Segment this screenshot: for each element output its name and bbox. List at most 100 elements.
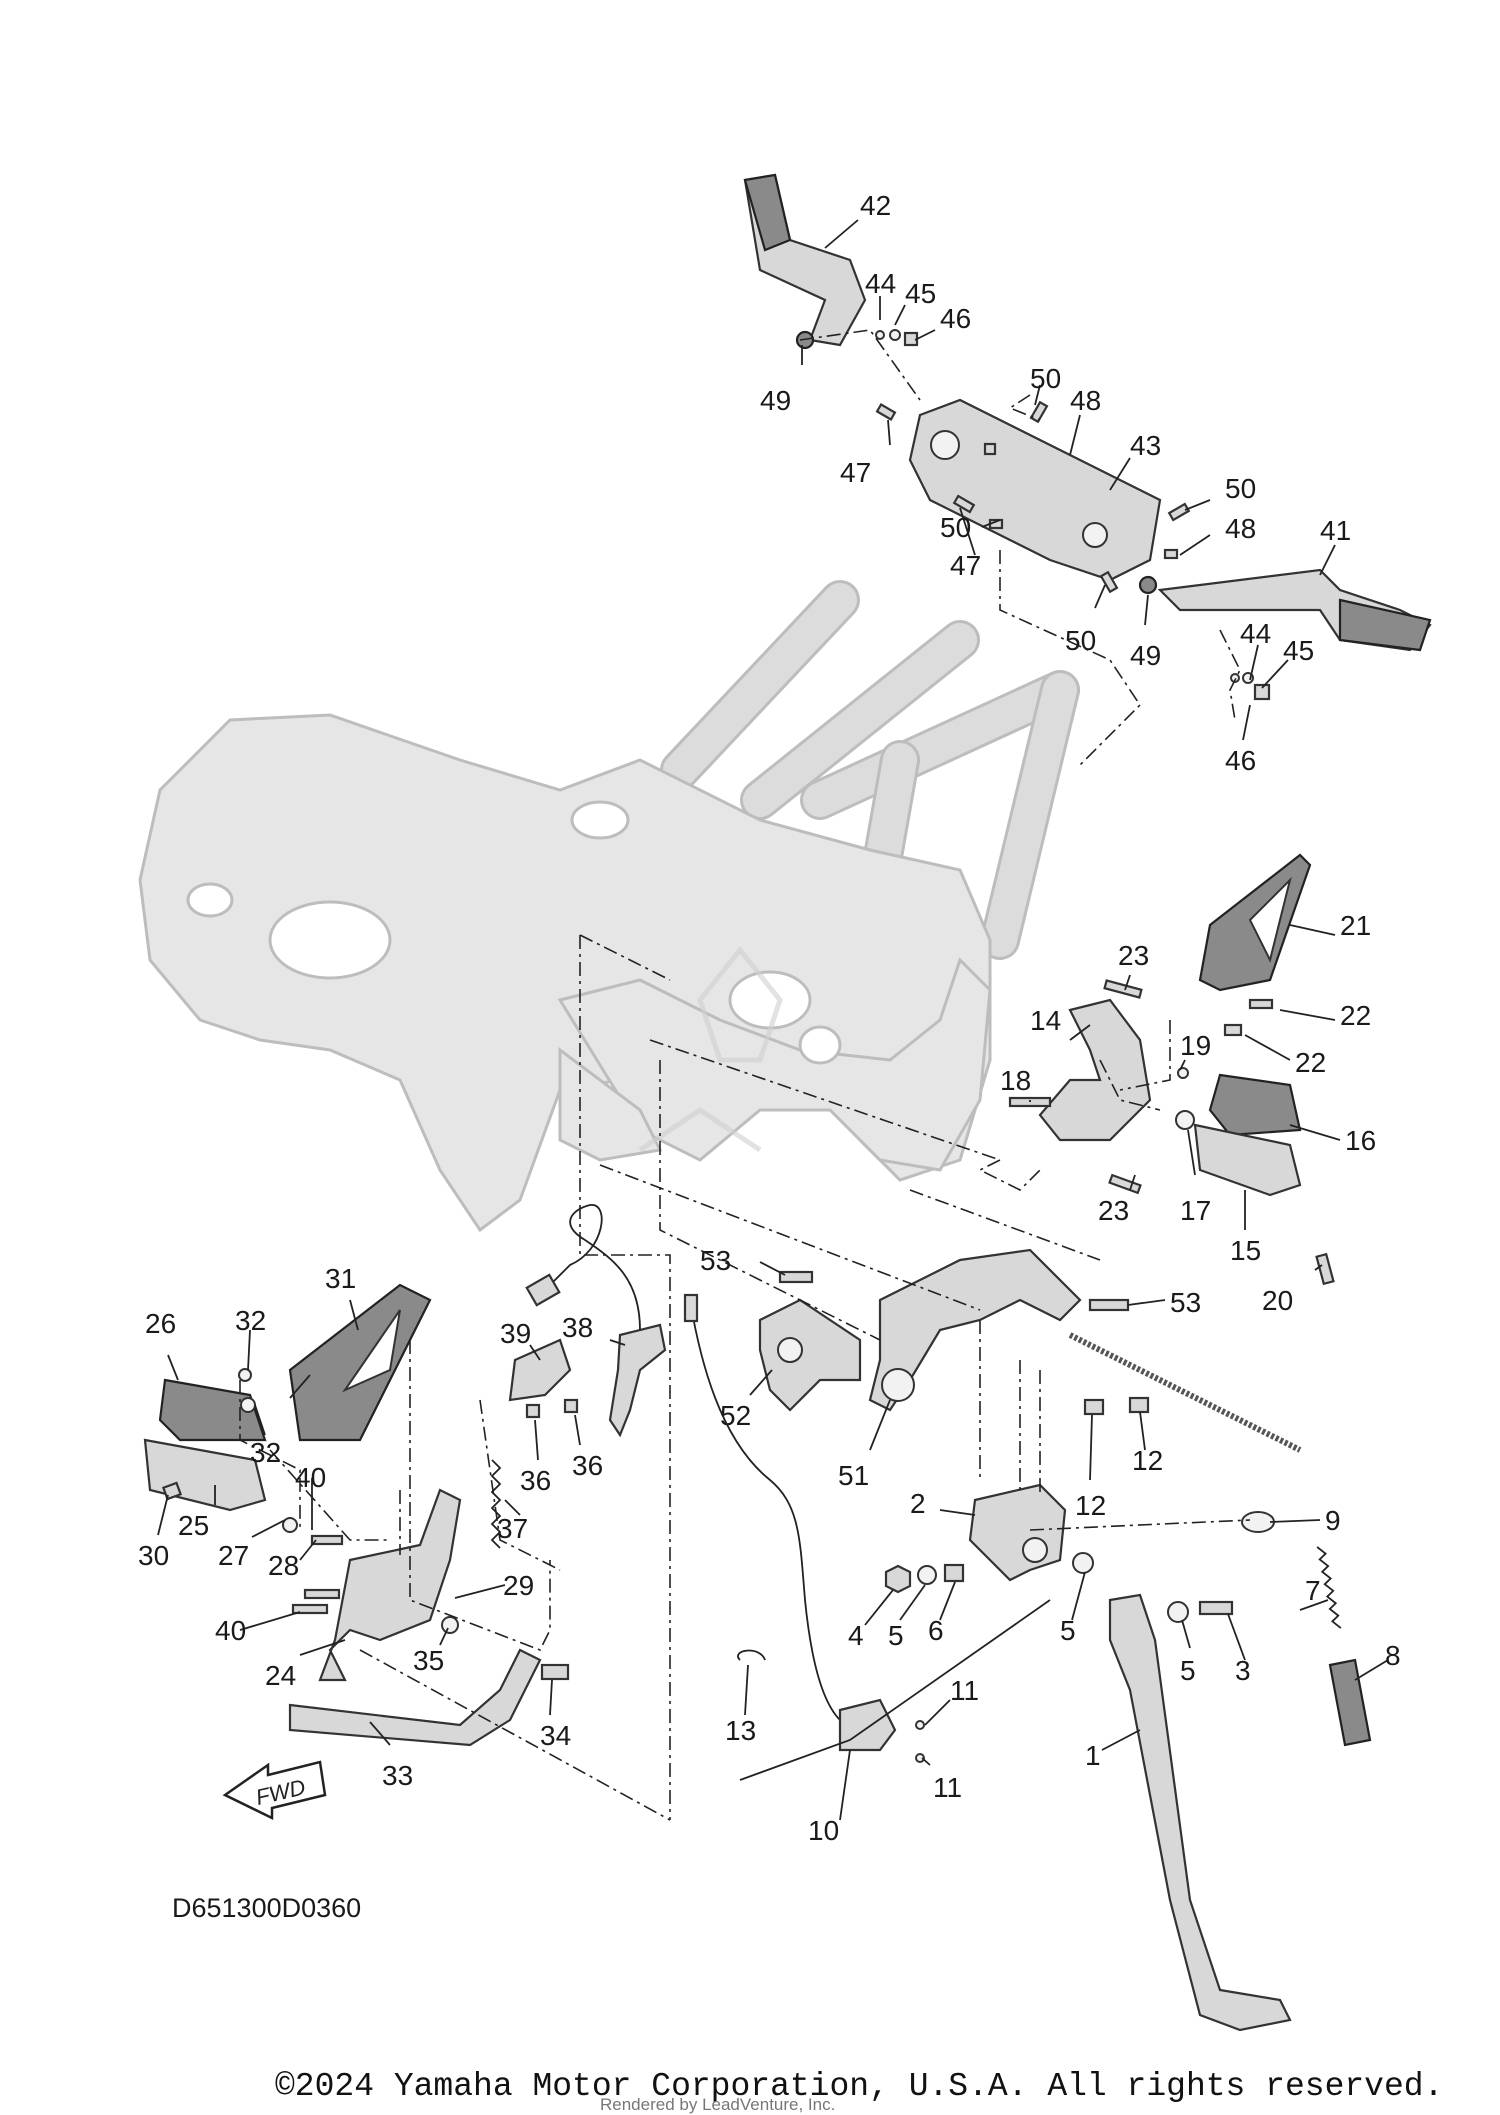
- sidestand-assembly: [683, 1248, 1372, 2032]
- callout-41: 41: [1320, 515, 1351, 546]
- callout-51: 51: [838, 1460, 869, 1491]
- part-14-bracket: [1038, 998, 1152, 1142]
- part-16-footrest-rubber: [1208, 1073, 1302, 1137]
- part-24-bracket: [318, 1488, 462, 1682]
- callout-34: 34: [540, 1720, 571, 1751]
- callout-10: 10: [808, 1815, 839, 1846]
- callout-16: 16: [1345, 1125, 1376, 1156]
- callout-4: 4: [848, 1620, 864, 1651]
- callout-32: 32: [235, 1305, 266, 1336]
- callout-46: 46: [940, 303, 971, 334]
- callout-24: 24: [265, 1660, 296, 1691]
- callout-9: 9: [1325, 1505, 1341, 1536]
- main-frame: [138, 580, 1080, 1233]
- callout-3: 3: [1235, 1655, 1251, 1686]
- callout-5b: 5: [1060, 1615, 1076, 1646]
- callout-53: 53: [1170, 1287, 1201, 1318]
- callout-1: 1: [1085, 1740, 1101, 1771]
- callout-25: 25: [178, 1510, 209, 1541]
- watermark-logo: [638, 945, 783, 1153]
- callout-17: 17: [1180, 1195, 1211, 1226]
- callout-12: 12: [1075, 1490, 1106, 1521]
- callout-49b: 49: [1130, 640, 1161, 671]
- callout-5c: 5: [1180, 1655, 1196, 1686]
- fwd-arrow-icon: FWD: [222, 1760, 327, 1821]
- part-9-plate: [1241, 1511, 1275, 1533]
- rider-left-footrest-assembly: FWD: [143, 1204, 667, 1821]
- callout-52: 52: [720, 1400, 751, 1431]
- part-8-rubber: [1328, 1658, 1372, 1747]
- callout-12b: 12: [1132, 1445, 1163, 1476]
- callout-36b: 36: [572, 1450, 603, 1481]
- callout-19: 19: [1180, 1030, 1211, 1061]
- part-37-spring: [490, 1459, 502, 1549]
- callout-49: 49: [760, 385, 791, 416]
- callout-45: 45: [905, 278, 936, 309]
- callout-labels: 42 44 45 46 49 50 48 47 43 50 48 50 47 4…: [138, 190, 1401, 1846]
- part-38-switch: [608, 1323, 667, 1438]
- callout-37: 37: [497, 1513, 528, 1544]
- part-25-footrest: [143, 1438, 267, 1512]
- part-26-footrest-rubber: [158, 1378, 267, 1442]
- part-1-sidestand: [1108, 1593, 1292, 2032]
- assembly-guide-lines: [239, 329, 1251, 1821]
- callout-38: 38: [562, 1312, 593, 1343]
- callout-30: 30: [138, 1540, 169, 1571]
- callout-31: 31: [325, 1263, 356, 1294]
- part-52-bracket: [758, 1298, 862, 1412]
- callout-14: 14: [1030, 1005, 1061, 1036]
- callout-35: 35: [413, 1645, 444, 1676]
- callout-48: 48: [1070, 385, 1101, 416]
- part-31-heel-guard: [288, 1283, 432, 1442]
- callout-11: 11: [950, 1675, 979, 1706]
- callout-32b: 32: [250, 1437, 281, 1468]
- callout-40: 40: [295, 1462, 326, 1493]
- callout-18: 18: [1000, 1065, 1031, 1096]
- callout-23: 23: [1118, 940, 1149, 971]
- callout-29: 29: [503, 1570, 534, 1601]
- callout-50b: 50: [1225, 473, 1256, 504]
- callout-21: 21: [1340, 910, 1371, 941]
- callout-40b: 40: [215, 1615, 246, 1646]
- diagram-code: D651300D0360: [172, 1893, 361, 1923]
- callout-45b: 45: [1283, 635, 1314, 666]
- callout-43: 43: [1130, 430, 1161, 461]
- part-2-sidestand-bracket: [968, 1483, 1067, 1582]
- callout-39: 39: [500, 1318, 531, 1349]
- callout-8: 8: [1385, 1640, 1401, 1671]
- callout-28: 28: [268, 1550, 299, 1581]
- callout-47: 47: [840, 457, 871, 488]
- callout-2: 2: [910, 1488, 926, 1519]
- callout-50: 50: [1030, 363, 1061, 394]
- callout-7: 7: [1305, 1575, 1321, 1606]
- callout-leaders: [157, 219, 1389, 1821]
- callout-46b: 46: [1225, 745, 1256, 776]
- callout-44b: 44: [1240, 618, 1271, 649]
- callout-6: 6: [928, 1615, 944, 1646]
- callout-15: 15: [1230, 1235, 1261, 1266]
- part-33-pedal: [288, 1648, 542, 1747]
- part-10-sidestand-switch: [838, 1698, 897, 1752]
- copyright-notice: ©2024 Yamaha Motor Corporation, U.S.A. A…: [275, 2068, 1443, 2105]
- callout-44: 44: [865, 268, 896, 299]
- part-39-bracket: [508, 1338, 572, 1402]
- callout-26: 26: [145, 1308, 176, 1339]
- callout-22: 22: [1340, 1000, 1371, 1031]
- callout-23b: 23: [1098, 1195, 1129, 1226]
- callout-33: 33: [382, 1760, 413, 1791]
- callout-47b: 47: [950, 550, 981, 581]
- callout-5: 5: [888, 1620, 904, 1651]
- callout-48b: 48: [1225, 513, 1256, 544]
- callout-20: 20: [1262, 1285, 1293, 1316]
- rendered-by-notice: Rendered by LeadVenture, Inc.: [600, 2095, 835, 2114]
- rider-right-footrest-assembly: [1008, 853, 1335, 1286]
- callout-42: 42: [860, 190, 891, 221]
- callout-13: 13: [725, 1715, 756, 1746]
- callout-22b: 22: [1295, 1047, 1326, 1078]
- callout-27: 27: [218, 1540, 249, 1571]
- callout-53b: 53: [700, 1245, 731, 1276]
- callout-36: 36: [520, 1465, 551, 1496]
- part-43-bracket: [908, 398, 1162, 582]
- callout-11b: 11: [933, 1772, 962, 1803]
